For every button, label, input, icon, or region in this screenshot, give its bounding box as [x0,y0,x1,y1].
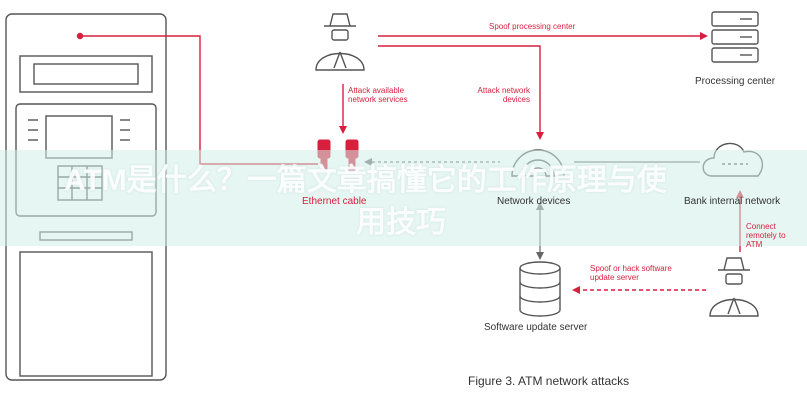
hacker-icon-top [315,13,365,71]
overlay-line-1: ATM是什么？一篇文章搞懂它的工作原理与使 [64,164,667,197]
ethernet-cable-label: Ethernet cable [302,196,367,207]
watermark-banner [0,150,807,246]
database-icon [519,261,561,317]
processing-center-label: Processing center [695,76,776,87]
network-devices-label: Network devices [497,196,571,207]
attack-services-label: Attack available network services [348,86,408,104]
server-rack-icon [711,11,759,63]
attack-devices-label: Attack network devices [477,86,530,104]
spoof-update-label: Spoof or hack software update server [590,264,672,282]
figure-caption: Figure 3. ATM network attacks [468,374,630,388]
atm-to-cable-line [80,35,318,165]
hacker-icon-bottom [709,257,759,317]
spoof-processing-label: Spoof processing center [489,22,576,31]
connect-remotely-label: Connect remotely to ATM [746,222,786,249]
update-server-label: Software update server [484,322,588,333]
watermark-overlay: ATM是什么？一篇文章搞懂它的工作原理与使 用技巧 [0,150,807,246]
overlay-line-2: 用技巧 [356,206,446,239]
bank-network-label: Bank internal network [684,196,781,207]
